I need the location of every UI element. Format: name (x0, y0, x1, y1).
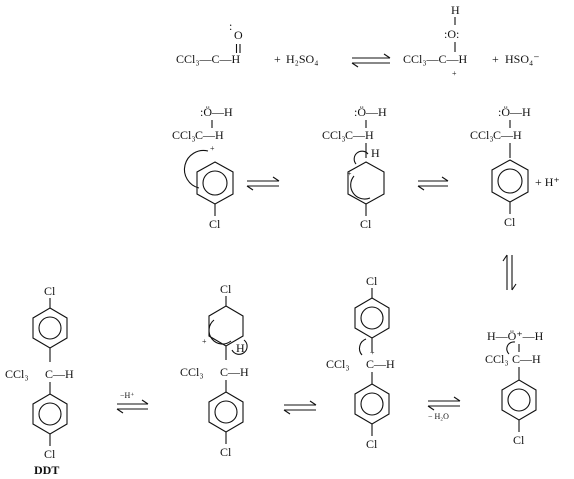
benzene-ring (347, 161, 385, 205)
curved-arrow (353, 150, 369, 165)
cation-charge: + (210, 144, 215, 153)
benzene-ring-top (354, 297, 390, 339)
oh-group: :Ö—H (354, 105, 387, 119)
ch-label: C—H (195, 128, 224, 142)
positive-charge: + (452, 69, 457, 78)
benzene-ring-bottom (354, 383, 390, 425)
ch-label: C—H (512, 352, 541, 366)
chlorine: Cl (513, 433, 525, 447)
ccl3-label: CCl₃ (322, 128, 346, 142)
carbonyl-oxygen: O (234, 28, 243, 42)
ccl3-label: CCl₃ (5, 367, 29, 381)
equilibrium-arrow-vertical (502, 254, 517, 291)
equilibrium-arrow-1 (351, 53, 391, 68)
benzene-ring (501, 379, 537, 421)
proton-released: + H⁺ (535, 175, 560, 189)
chlorine: Cl (209, 217, 221, 231)
cation-charge: + (347, 169, 352, 178)
proton-h: H (451, 3, 460, 17)
sulfuric-acid: H₂SO₄ (286, 52, 318, 66)
chlorine-bottom: Cl (44, 447, 56, 461)
chlorine-bottom: Cl (220, 445, 232, 459)
ch-label: C—H (493, 128, 522, 142)
plus-sign-2: + (492, 52, 499, 66)
oh-group: :Ö—H (200, 105, 233, 119)
plus-sign: + (274, 52, 281, 66)
chlorine-bottom: Cl (366, 437, 378, 451)
curved-arrow (506, 341, 516, 355)
ch-label: C—H (366, 357, 395, 371)
ddt-label: DDT (34, 463, 59, 477)
ring-hydrogen: H (371, 146, 380, 160)
bisulfate-ion: HSO₄⁻ (505, 52, 540, 66)
intermediate-c: :Ö—H CCl₃ C—H Cl + H⁺ (470, 105, 560, 229)
benzene-ring-top (208, 305, 244, 347)
curved-arrow (231, 339, 248, 355)
ccl3-label: CCl₃ (172, 128, 196, 142)
benzene-ring (491, 159, 529, 203)
chlorine: Cl (360, 217, 372, 231)
chloral: : O CCl₃—C—H (176, 19, 243, 66)
carbocation-formula: CCl₃—C—H (403, 52, 468, 66)
equilibrium-arrow-4 (283, 400, 317, 415)
equilibrium-arrow-water-loss: − H₂O (427, 396, 461, 421)
benzene-ring (196, 161, 234, 205)
ch-label: C—H (220, 365, 249, 379)
cation-charge: + (202, 337, 207, 346)
intermediate-a: :Ö—H CCl₃ C—H + Cl (172, 105, 234, 231)
chlorine: Cl (504, 215, 516, 229)
chlorine-top: Cl (44, 284, 56, 298)
equilibrium-arrow-3 (417, 176, 449, 191)
oxonium-group: H—Ö⁺—H (487, 329, 544, 343)
curved-arrow (183, 149, 209, 189)
water-loss-label: − H₂O (428, 412, 449, 421)
protonated-chloral: H :O: CCl₃—C—H + (403, 3, 468, 78)
ring-hydrogen: H (236, 341, 245, 355)
ccl3-label: CCl₃ (470, 128, 494, 142)
benzene-ring-bottom (208, 391, 244, 433)
ccl3-label: CCl₃ (180, 365, 204, 379)
benzene-ring-top (32, 307, 68, 349)
proton-loss-label: −H⁺ (120, 391, 135, 400)
sigma-complex-2: Cl + H CCl₃ C—H Cl (180, 282, 249, 459)
curved-arrow (358, 338, 367, 356)
hydroxyl-oxygen: :O: (444, 27, 459, 41)
equilibrium-arrow-2 (246, 176, 280, 191)
benzene-ring-bottom (32, 393, 68, 435)
chlorine-top: Cl (220, 282, 232, 296)
ccl3-label: CCl₃ (326, 357, 350, 371)
cation-charge: + (370, 348, 375, 357)
equilibrium-arrow-proton-loss: −H⁺ (116, 391, 149, 414)
lone-pair-dots: : (229, 19, 232, 33)
protonated-alcohol: H—Ö⁺—H CCl₃ C—H Cl (485, 329, 544, 447)
ccl3-label: CCl₃ (485, 352, 509, 366)
ch-label: C—H (345, 128, 374, 142)
chlorine-top: Cl (366, 274, 378, 288)
oh-group: :Ö—H (498, 105, 531, 119)
ddt-product: Cl CCl₃ C—H Cl DDT (5, 284, 74, 477)
intermediate-b: :Ö—H CCl₃ C—H H + Cl (322, 105, 387, 231)
chloral-formula: CCl₃—C—H (176, 52, 241, 66)
benzylic-carbocation: Cl + CCl₃ C—H Cl (326, 274, 395, 451)
ch-label: C—H (45, 367, 74, 381)
